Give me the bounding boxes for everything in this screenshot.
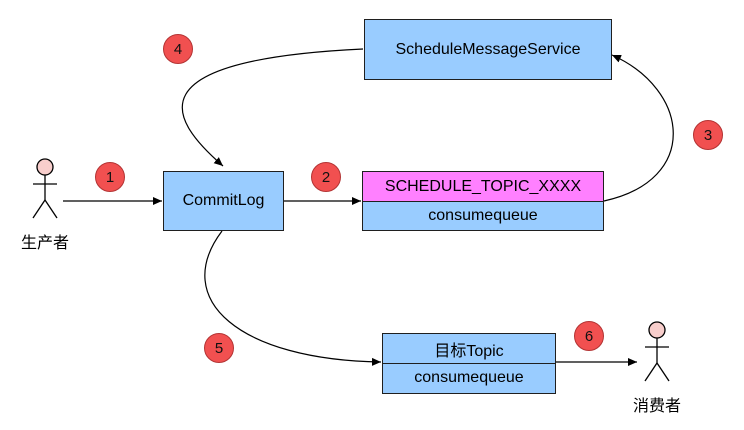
step-badge-2: 2 [311, 162, 341, 192]
producer-label: 生产者 [20, 233, 69, 252]
step-badge-6: 6 [574, 321, 604, 351]
producer-actor-icon [32, 158, 58, 219]
schedule-topic-box: SCHEDULE_TOPIC_XXXX [362, 171, 604, 202]
edge-schedule-queue-to-service [603, 54, 674, 202]
step-badge-4: 4 [163, 34, 193, 64]
step-badge-5: 5 [204, 333, 234, 363]
step-badge-3: 3 [693, 120, 723, 150]
schedule-message-service-box: ScheduleMessageService [364, 19, 612, 80]
commitlog-box: CommitLog [163, 171, 284, 231]
schedule-consumequeue-box: consumequeue [362, 200, 604, 231]
edge-service-to-commitlog [181, 48, 364, 167]
consumer-actor-icon [644, 321, 670, 382]
consumer-label: 消费者 [632, 396, 681, 415]
target-topic-box: 目标Topic [382, 333, 556, 364]
step-badge-1: 1 [95, 162, 125, 192]
target-consumequeue-box: consumequeue [382, 362, 556, 394]
edge-commitlog-to-target-topic [204, 230, 382, 366]
